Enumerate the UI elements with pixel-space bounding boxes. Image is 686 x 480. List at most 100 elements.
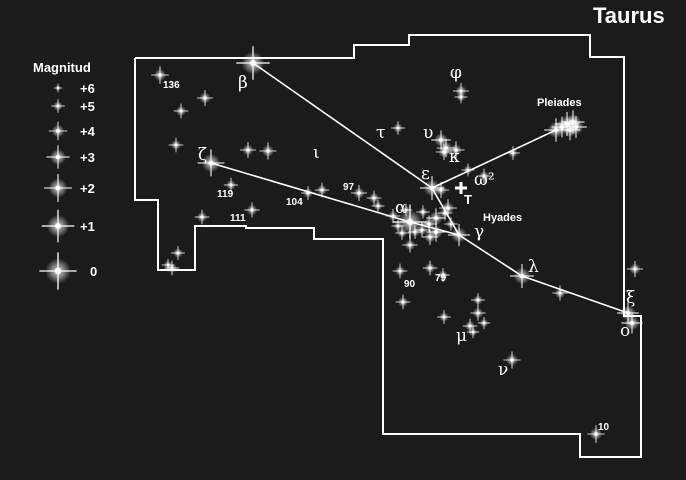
star-labels: β ζ τ υ κ ι ε ω² α γ λ φ ξ ο μ ν 136 119… xyxy=(163,63,635,433)
star-34 xyxy=(435,143,453,161)
star-18 xyxy=(239,141,257,159)
label-97: 97 xyxy=(343,182,355,193)
star-51 xyxy=(402,237,418,253)
star-40 xyxy=(432,181,450,199)
label-alpha: α xyxy=(395,198,407,218)
legend-star-p4 xyxy=(48,121,68,141)
position-marker: T xyxy=(455,182,472,207)
stars-layer xyxy=(151,46,644,443)
marker-label: T xyxy=(464,192,472,207)
line-beta-epsilon xyxy=(252,62,433,189)
star-7 xyxy=(621,312,643,334)
star-30 xyxy=(391,121,405,135)
label-xi: ξ xyxy=(626,288,635,308)
legend-label-1: +1 xyxy=(80,219,95,234)
star-50 xyxy=(395,226,409,240)
label-phi: φ xyxy=(450,63,462,83)
label-kappa: κ xyxy=(449,147,460,167)
legend-star-p2 xyxy=(43,173,73,203)
star-25 xyxy=(244,202,260,218)
legend-label-6: +6 xyxy=(80,81,95,96)
star-23 xyxy=(301,186,315,200)
legend-star-p3 xyxy=(46,145,70,169)
label-136: 136 xyxy=(163,80,180,91)
label-mu: μ xyxy=(456,326,467,346)
star-60 xyxy=(466,325,480,339)
star-52 xyxy=(391,219,405,233)
label-zeta: ζ xyxy=(198,145,207,165)
label-111: 111 xyxy=(230,213,246,224)
legend-star-p6 xyxy=(53,83,63,93)
star-38 xyxy=(476,168,492,184)
star-13 xyxy=(559,119,581,141)
star-66 xyxy=(587,425,605,443)
star-15 xyxy=(173,103,189,119)
star-26 xyxy=(194,209,210,225)
label-upsilon: υ xyxy=(423,123,433,143)
star-68 xyxy=(444,217,458,231)
star-20 xyxy=(314,182,330,198)
constellation-boundary xyxy=(134,34,642,458)
star-64 xyxy=(552,285,568,301)
star-5 xyxy=(509,263,535,289)
star-37 xyxy=(506,146,520,160)
star-14 xyxy=(151,66,169,84)
star-36 xyxy=(454,90,468,104)
star-62 xyxy=(477,316,491,330)
label-lambda: λ xyxy=(528,257,539,277)
line-epsilon-pleiades xyxy=(431,129,557,189)
line-gamma-lambda xyxy=(458,234,523,277)
label-omicron: ο xyxy=(620,321,630,341)
label-119: 119 xyxy=(217,189,234,200)
legend-star-p1 xyxy=(41,209,75,243)
label-104: 104 xyxy=(286,197,303,208)
legend-star-p5 xyxy=(51,99,65,113)
star-65 xyxy=(626,260,644,278)
legend-label-0: 0 xyxy=(90,264,97,279)
star-24 xyxy=(223,177,239,193)
star-55 xyxy=(436,268,450,282)
legend-label-4: +4 xyxy=(80,124,96,139)
legend-label-2: +2 xyxy=(80,181,95,196)
star-33 xyxy=(447,141,465,159)
label-90: 90 xyxy=(404,279,416,290)
star-46 xyxy=(421,228,439,246)
label-nu: ν xyxy=(498,360,508,380)
star-31 xyxy=(431,130,451,150)
line-lambda-xi xyxy=(521,275,629,314)
star-67 xyxy=(371,199,385,213)
label-pleiades: Pleiades xyxy=(537,97,582,109)
star-56 xyxy=(395,294,411,310)
label-tau: τ xyxy=(376,123,385,143)
star-27 xyxy=(171,246,185,260)
label-79: 79 xyxy=(435,273,447,284)
star-22 xyxy=(366,190,382,206)
star-29 xyxy=(161,258,175,272)
label-hyades: Hyades xyxy=(483,212,522,224)
star-49 xyxy=(416,205,430,219)
star-17 xyxy=(168,137,184,153)
star-48 xyxy=(408,225,422,239)
star-19 xyxy=(259,142,277,160)
star-53 xyxy=(392,263,408,279)
chart-title: Taurus xyxy=(593,3,665,28)
label-gamma: γ xyxy=(474,222,484,242)
star-57 xyxy=(471,293,485,307)
star-54 xyxy=(422,260,438,276)
star-70 xyxy=(399,203,413,217)
label-iota: ι xyxy=(313,143,320,163)
legend-stars xyxy=(39,83,77,290)
star-0 xyxy=(236,46,270,80)
star-16 xyxy=(196,89,214,107)
label-omega2: ω² xyxy=(474,170,495,190)
star-58 xyxy=(470,305,486,321)
legend-title: Magnitud xyxy=(33,60,91,75)
star-69 xyxy=(385,208,401,224)
star-63 xyxy=(503,351,521,369)
legend-star-0 xyxy=(39,252,77,290)
star-1 xyxy=(197,149,225,177)
label-10: 10 xyxy=(598,422,610,433)
star-61 xyxy=(437,310,451,324)
legend-label-5: +5 xyxy=(80,99,95,114)
